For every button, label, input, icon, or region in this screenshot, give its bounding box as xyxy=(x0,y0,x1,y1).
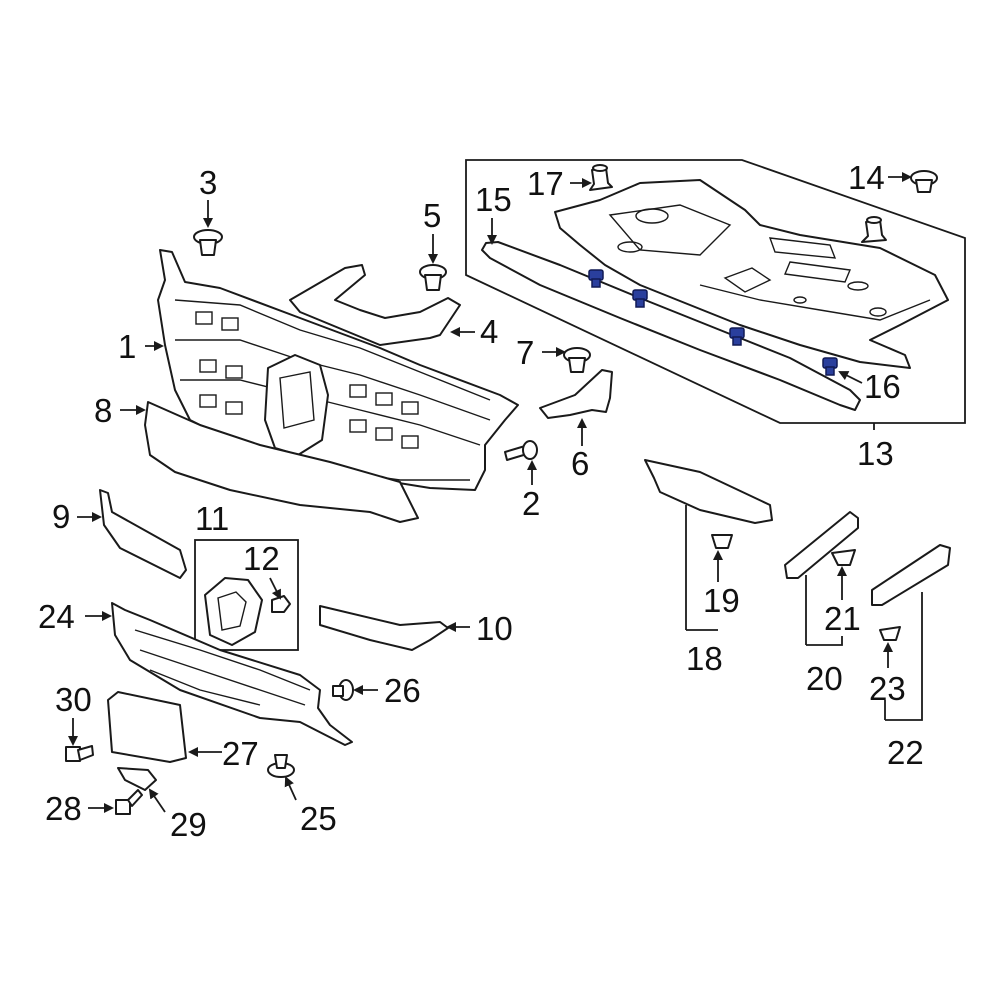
clip-7-part xyxy=(563,347,591,373)
callout-25: 25 xyxy=(300,800,337,837)
garnish-10-part xyxy=(319,605,449,651)
callout-7: 7 xyxy=(516,334,534,371)
callout-30: 30 xyxy=(55,681,92,718)
clip-inset-part xyxy=(861,216,887,243)
callout-9: 9 xyxy=(52,498,70,535)
plate-bracket-27-part xyxy=(107,691,187,763)
callout-19: 19 xyxy=(703,582,740,619)
callout-23: 23 xyxy=(869,670,906,707)
clip-17-part xyxy=(589,164,613,191)
inset-frame-11 xyxy=(194,539,299,651)
splash-shield-part xyxy=(554,179,949,369)
callout-26: 26 xyxy=(384,672,421,709)
callout-4: 4 xyxy=(480,313,498,350)
screw-2-part xyxy=(504,440,538,461)
blue-fastener-16d xyxy=(822,357,838,376)
blue-fastener-16b xyxy=(632,289,648,308)
callout-14: 14 xyxy=(848,159,885,196)
molding-8-part xyxy=(144,401,419,523)
clip-12-part xyxy=(271,595,291,613)
blue-fastener-16c xyxy=(729,327,745,346)
callout-20: 20 xyxy=(806,660,843,697)
callout-22: 22 xyxy=(887,734,924,771)
lower-grille-part xyxy=(111,602,353,746)
callout-18: 18 xyxy=(686,640,723,677)
callout-12: 12 xyxy=(243,540,280,577)
clip-26-part xyxy=(332,679,354,701)
callout-16: 16 xyxy=(864,368,901,405)
callout-17: 17 xyxy=(527,165,564,202)
callout-13: 13 xyxy=(857,435,894,472)
callout-1: 1 xyxy=(118,328,136,365)
clip-5-part xyxy=(419,264,447,291)
callout-24: 24 xyxy=(38,598,75,635)
callout-10: 10 xyxy=(476,610,513,647)
clip-14-part xyxy=(910,170,938,193)
clip-25-part xyxy=(267,754,295,778)
bracket-6-part xyxy=(539,369,613,419)
clip-23-part xyxy=(879,626,901,641)
callout-6: 6 xyxy=(571,445,589,482)
callout-2: 2 xyxy=(522,485,540,522)
clip-21-part xyxy=(831,549,856,566)
inset-frame-13 xyxy=(465,159,966,424)
callout-27: 27 xyxy=(222,735,259,772)
clip-19-part xyxy=(711,534,733,549)
clip-3-part xyxy=(193,229,223,256)
air-guide-18-part xyxy=(644,459,773,524)
callout-15: 15 xyxy=(475,181,512,218)
trim-9-part xyxy=(99,489,187,579)
bracket-4-part xyxy=(289,264,461,346)
callout-21: 21 xyxy=(824,600,861,637)
callout-11: 11 xyxy=(195,500,229,537)
bracket-29-part xyxy=(117,767,157,791)
guide-20-part xyxy=(784,511,859,579)
screw-30-part xyxy=(65,745,94,762)
callout-5: 5 xyxy=(423,197,441,234)
leader-lines xyxy=(68,172,923,813)
callout-labels: 1 2 3 4 5 6 7 8 9 10 11 12 13 14 15 16 1… xyxy=(38,159,924,843)
callout-28: 28 xyxy=(45,790,82,827)
callout-3: 3 xyxy=(199,164,217,201)
blue-fastener-16a xyxy=(588,269,604,288)
strip-15-part xyxy=(481,241,861,411)
guide-22-part xyxy=(871,544,951,606)
emblem-part xyxy=(204,577,263,646)
grille-upper-part xyxy=(157,249,519,491)
callout-29: 29 xyxy=(170,806,207,843)
screw-28-part xyxy=(115,789,143,815)
callout-8: 8 xyxy=(94,392,112,429)
